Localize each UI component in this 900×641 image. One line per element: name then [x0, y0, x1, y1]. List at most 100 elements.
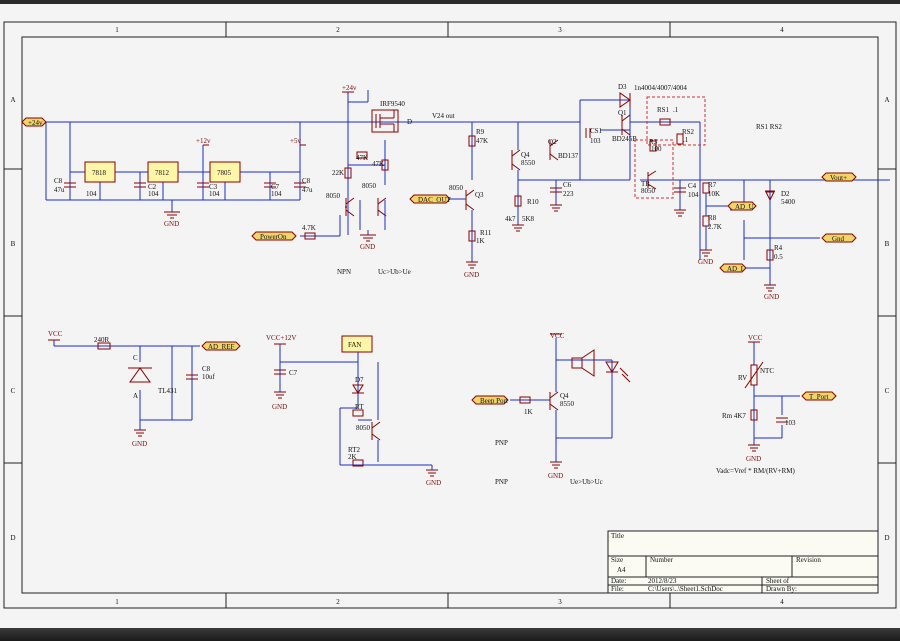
rs1-value: .1	[673, 106, 679, 114]
npn-label: NPN	[337, 268, 351, 276]
vcc-label-1: VCC	[48, 330, 63, 338]
r8-value: 2.7K	[708, 223, 722, 231]
title-label: Title	[611, 532, 624, 540]
tl431-a-label: A	[133, 392, 138, 400]
q3-8050-label: 8050	[449, 184, 464, 192]
c4-value: 104	[688, 191, 699, 199]
grid-col-1-bottom: 1	[115, 598, 119, 606]
cap-c3-label: C3	[209, 183, 218, 191]
r3-label: R3	[649, 138, 658, 146]
file-value: C:\Users\..\Sheet1.SchDoc	[648, 585, 723, 593]
resistor-r11	[468, 230, 476, 242]
port-power-on-label: PowerOn	[260, 233, 287, 241]
thermistor-ntc	[750, 364, 758, 386]
grid-dividers	[4, 22, 896, 608]
grid-col-3-top: 3	[558, 26, 562, 34]
port-beep-label: Beep Port	[480, 397, 508, 405]
c8c-value: 10uf	[202, 373, 216, 381]
reg-7818-label: 7818	[92, 169, 107, 177]
rt2-value: 2K	[348, 453, 357, 461]
c7b-label: C7	[289, 369, 298, 377]
reg-7812-label: 7812	[155, 169, 170, 177]
sheet-label: Sheet of	[766, 577, 790, 585]
q4-label: Q4	[521, 151, 530, 159]
power-supply-block: 7818 7812 7805 C8 47u 104 C2 104 C3 104 …	[21, 117, 400, 228]
r8-label: R8	[708, 214, 717, 222]
c6-label: C6	[563, 181, 572, 189]
power-5v-label: +5v	[290, 137, 301, 145]
r1k-label: 1K	[524, 408, 533, 416]
date-label: Date:	[611, 577, 626, 585]
cap-c8b-label: C8	[302, 177, 311, 185]
r11-value: 1K	[476, 237, 485, 245]
port-ad-i	[719, 263, 747, 273]
rs-note: RS1 RS2	[756, 123, 782, 131]
resistor-r3	[649, 140, 657, 152]
tr-highlight-box	[634, 139, 674, 199]
port-power-on	[251, 231, 297, 241]
r47k-b-label: 47K	[372, 160, 384, 168]
drawn-by-label: Drawn By:	[766, 585, 797, 593]
vcc-label-3: VCC	[748, 334, 763, 342]
c6-value: 223	[563, 190, 574, 198]
q1-value: BD245B	[612, 135, 637, 143]
taskbar	[0, 628, 900, 641]
port-ad-ref	[201, 341, 241, 351]
revision-label: Revision	[796, 556, 821, 564]
r3-value: 100	[651, 145, 662, 153]
outer-frame	[3, 21, 897, 609]
grid-row-c-left: C	[11, 387, 16, 395]
npn-eq-label: Uc>Ub>Ue	[378, 268, 411, 276]
reg-7805-label: 7805	[217, 169, 232, 177]
cap-c8a-value: 47u	[54, 186, 65, 194]
cap-c2-value: 104	[148, 190, 159, 198]
fan-block: VCC+12V C7 GND FAN D7 RT 8050 RT2 2K GND	[266, 334, 441, 487]
grid-row-b-right: B	[885, 240, 890, 248]
cs1-label: CS1	[590, 127, 603, 135]
port-gnd-label: Gnd	[832, 235, 845, 243]
q4b-label: Q4	[560, 392, 569, 400]
resistor-240r	[97, 342, 111, 350]
resistor-47k-a	[356, 151, 368, 159]
gnd-label-8: GND	[426, 479, 441, 487]
top-bar	[0, 0, 900, 4]
cap-c8b-value: 47u	[302, 186, 313, 194]
r11-label: R11	[480, 229, 492, 237]
fan-box	[341, 335, 373, 353]
port-ad-u	[727, 201, 757, 211]
q8050b-label: 8050	[362, 182, 377, 190]
c8c-label: C8	[202, 365, 211, 373]
rs2-value: .1	[683, 136, 689, 144]
mosfet-d-label: D	[407, 118, 412, 126]
resistor-r10	[514, 195, 522, 207]
q1-label: Q1	[618, 109, 627, 117]
resistor-rs2	[676, 133, 684, 145]
cap-c3-value: 104	[209, 190, 220, 198]
gnd-label-10: GND	[746, 455, 761, 463]
port-vout-label: Vout+	[830, 174, 847, 182]
tr-label: TR	[641, 180, 650, 188]
grid-row-a-right: A	[884, 96, 889, 104]
grid-row-b-left: B	[11, 240, 16, 248]
port-gnd	[821, 233, 857, 243]
r240-label: 240R	[94, 336, 110, 344]
vcc-label-2: VCC	[550, 332, 565, 340]
d3-value: 1n4004/4007/4004	[634, 84, 687, 92]
gnd-label-4: GND	[698, 258, 713, 266]
resistor-1k	[519, 396, 531, 404]
cap-104a-value: 104	[86, 190, 97, 198]
resistor-rm	[750, 409, 758, 421]
rt2-label: RT2	[348, 446, 361, 454]
inner-frame	[21, 36, 879, 594]
resistor-r9	[468, 135, 476, 147]
c4-label: C4	[688, 182, 697, 190]
grid-col-2-bottom: 2	[336, 598, 340, 606]
rt-label: RT	[355, 403, 364, 411]
grid-row-d-right: D	[884, 534, 889, 542]
port-dac-out-label: DAC_OUT	[418, 196, 451, 204]
cap-c2-label: C2	[148, 183, 157, 191]
grid-row-c-right: C	[885, 387, 890, 395]
r7-label: R7	[708, 181, 717, 189]
resistor-r4	[766, 249, 774, 261]
